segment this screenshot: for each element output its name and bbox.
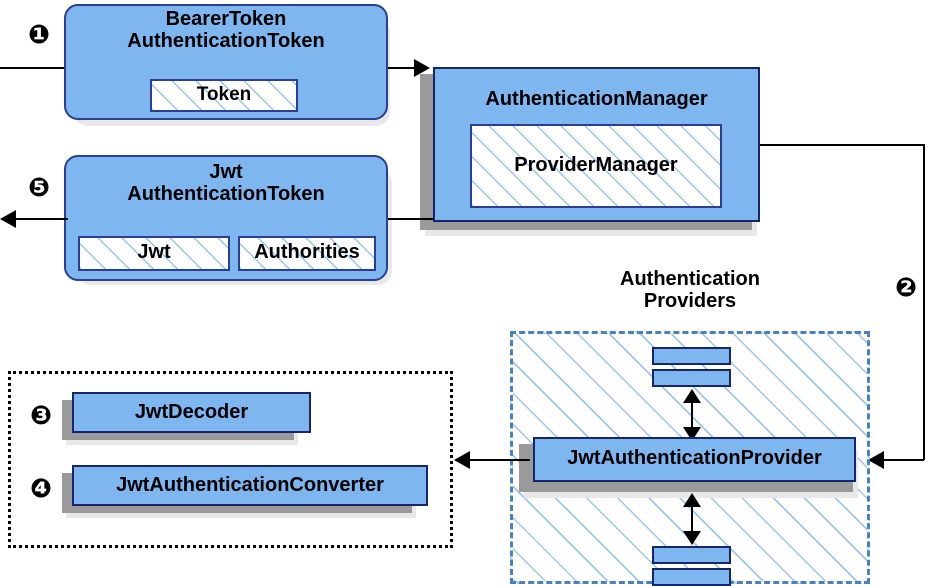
bearer-token-title: BearerToken AuthenticationToken [127, 8, 325, 53]
arrowhead-bottom-up-icon [683, 493, 701, 507]
provider-manager-label: ProviderManager [514, 154, 678, 176]
jwt-token-slot-authorities-label: Authorities [254, 241, 360, 263]
jwt-provider-node[interactable] [533, 437, 856, 482]
jwt-converter-node[interactable] [72, 465, 428, 506]
jwt-decoder-label: JwtDecoder [134, 401, 249, 423]
jwt-token-slot-jwt-label: Jwt [137, 241, 171, 263]
step-4-badge: ❹ [29, 474, 52, 504]
flow-line-right-down [923, 144, 925, 460]
flow-line-manager-right [760, 144, 924, 146]
flow-line-response-out [16, 218, 68, 220]
flow-line-bearer-to-manager [388, 67, 420, 69]
provider-stub-bottom-2 [652, 568, 731, 586]
provider-manager-slot [470, 124, 722, 208]
arrowhead-bottom-down-icon [683, 531, 701, 545]
flow-line-manager-to-jwt-token [388, 218, 434, 220]
support-group-box [8, 371, 453, 548]
providers-group-label: Authentication Providers [620, 268, 760, 313]
jwt-token-slot-jwt [78, 236, 230, 271]
step-2-badge: ❷ [894, 273, 917, 303]
provider-stub-bottom-1 [652, 546, 731, 564]
step-1-badge: ❶ [27, 20, 50, 50]
arrowhead-into-provider-icon [868, 451, 884, 469]
step-3-badge: ❸ [29, 401, 52, 431]
bearer-token-slot [150, 79, 298, 112]
jwt-decoder-node[interactable] [72, 392, 311, 433]
provider-link-bottom [691, 500, 693, 536]
jwt-token-slot-authorities [238, 236, 376, 271]
flow-line-request-in [0, 67, 70, 69]
bearer-token-slot-label: Token [196, 84, 252, 105]
jwt-token-title: Jwt AuthenticationToken [127, 161, 325, 206]
auth-manager-title: AuthenticationManager [485, 88, 708, 110]
provider-stub-top-1 [652, 347, 731, 365]
arrowhead-to-support-icon [454, 451, 470, 469]
arrowhead-top-up-icon [683, 389, 701, 403]
provider-stub-top-2 [652, 369, 731, 387]
arrowhead-response-out-icon [0, 210, 16, 228]
step-5-badge: ❺ [27, 173, 50, 203]
arrowhead-to-manager-icon [414, 59, 430, 77]
provider-link-top [691, 396, 693, 432]
jwt-converter-label: JwtAuthenticationConverter [116, 474, 384, 496]
flow-line-into-provider [884, 459, 924, 461]
flow-line-provider-to-support [470, 459, 530, 461]
jwt-provider-label: JwtAuthenticationProvider [567, 447, 822, 469]
